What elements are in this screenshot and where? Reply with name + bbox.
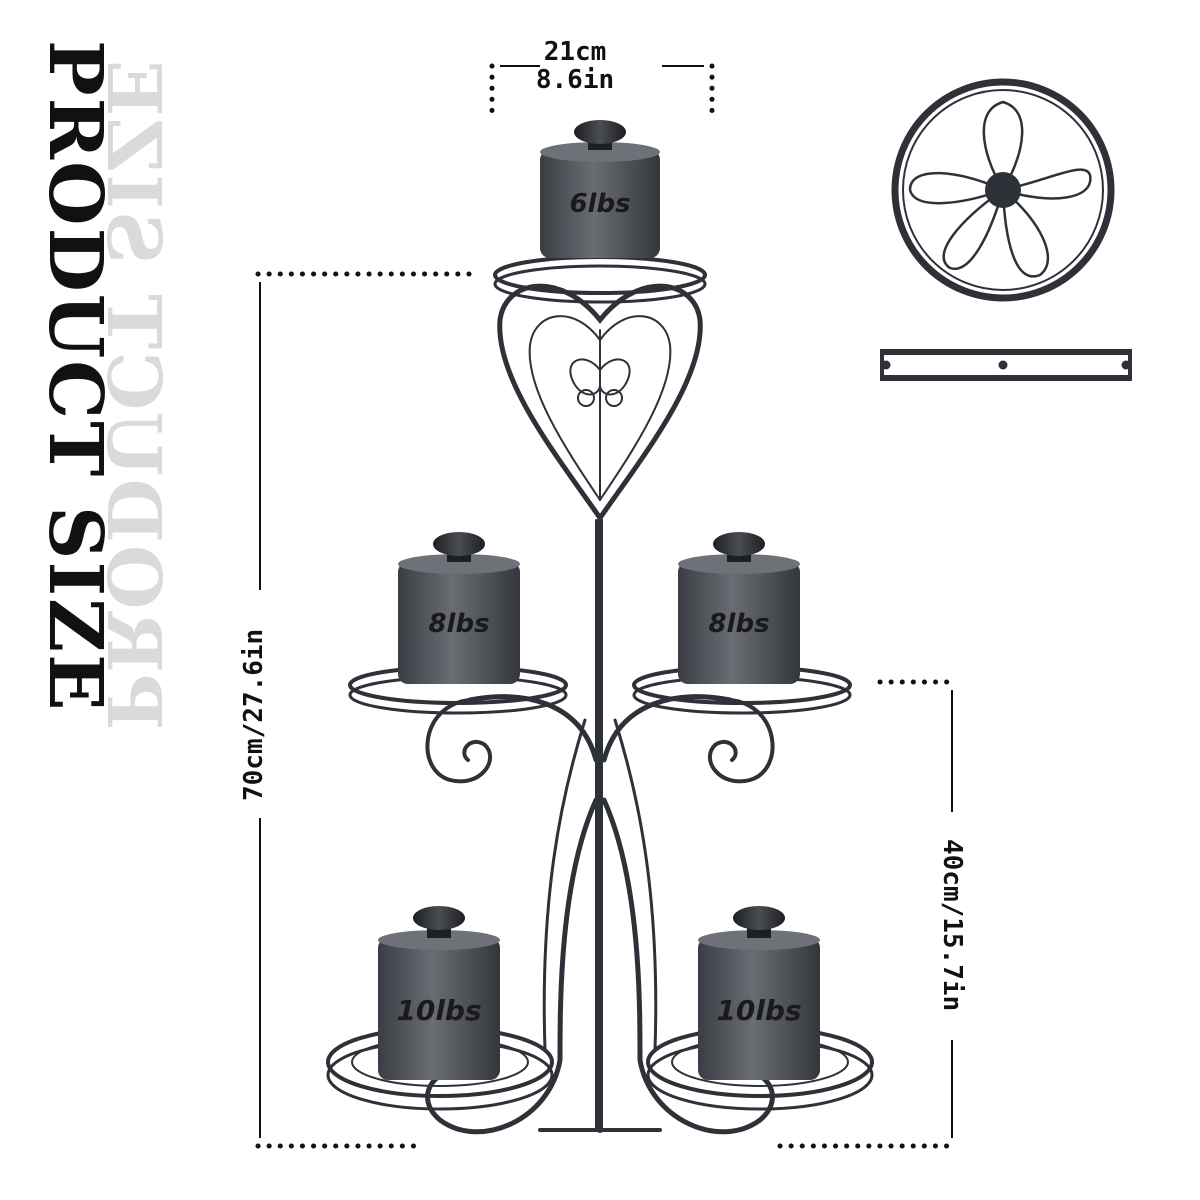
top-width-label: 21cm 8.6in (520, 38, 630, 94)
weight-bottom-right: 10lbs (698, 906, 820, 1080)
ring-side-icon (880, 349, 1132, 381)
weight-bottom-left: 10lbs (378, 906, 500, 1080)
title-block: PRODUCT SIZE PRODUCT SIZE (30, 40, 176, 731)
weight-top-label: 6lbs (569, 189, 630, 219)
weight-middle-right: 8lbs (678, 532, 800, 684)
weight-middle-left-label: 8lbs (428, 609, 489, 639)
dimension-solid-lines (259, 65, 953, 1138)
ring-detail-icon (891, 78, 1115, 302)
lower-height-label: 40cm/15.7in (937, 838, 967, 1012)
weight-middle-right-label: 8lbs (708, 609, 769, 639)
top-width-cm: 21cm (543, 37, 607, 67)
weight-middle-left: 8lbs (398, 532, 520, 684)
page-title: PRODUCT SIZE (32, 40, 118, 713)
top-width-in: 8.6in (535, 65, 615, 95)
weight-bottom-right-label: 10lbs (716, 994, 801, 1027)
dimension-lines (255, 63, 955, 1149)
weight-top: 6lbs (540, 120, 660, 258)
weight-bottom-left-label: 10lbs (396, 994, 481, 1027)
